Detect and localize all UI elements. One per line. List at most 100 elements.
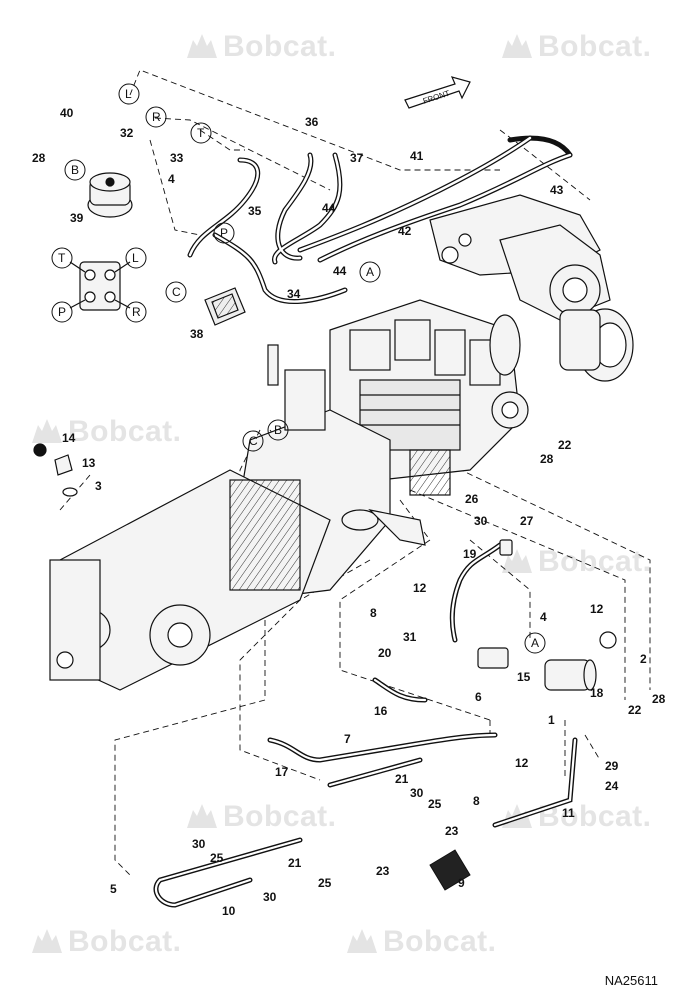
circle-label-R-top: R — [145, 106, 167, 128]
callout-4: 4 — [168, 172, 175, 186]
callout-9: 9 — [458, 876, 465, 890]
callout-31: 31 — [403, 630, 417, 644]
callout-44b: 44 — [333, 264, 347, 278]
callout-12c: 12 — [515, 756, 529, 770]
callout-38: 38 — [190, 327, 204, 341]
callout-36: 36 — [305, 115, 319, 129]
callout-11: 11 — [562, 806, 575, 820]
watermark-top-right: Bobcat. — [500, 30, 652, 64]
callout-7: 7 — [344, 732, 351, 746]
spring-hose — [429, 849, 471, 891]
svg-text:R: R — [152, 110, 161, 124]
callout-17: 17 — [275, 765, 289, 779]
bobcat-logo-icon — [185, 32, 219, 60]
callout-28c: 28 — [652, 692, 666, 706]
hydraulic-pump — [87, 172, 133, 218]
callout-8a: 8 — [370, 606, 377, 620]
circle-label-R-ports: R — [125, 301, 147, 323]
svg-text:B: B — [71, 163, 79, 177]
callout-5: 5 — [110, 882, 117, 896]
front-arrow-icon: FRONT — [404, 76, 471, 109]
circle-label-B-mid: B — [267, 419, 289, 441]
callout-44a: 44 — [322, 201, 336, 215]
watermark-mid-left: Bobcat. — [30, 415, 182, 449]
callout-34: 34 — [287, 287, 301, 301]
callout-21b: 21 — [288, 856, 302, 870]
callout-19: 19 — [463, 547, 477, 561]
svg-text:T: T — [197, 126, 205, 140]
callout-29: 29 — [605, 759, 619, 773]
electric-pump — [544, 631, 617, 691]
callout-32: 32 — [120, 126, 134, 140]
callout-25a: 25 — [428, 797, 442, 811]
circle-label-L-top: L — [118, 83, 140, 105]
callout-30b: 30 — [410, 786, 424, 800]
watermark-mid-right: Bobcat. — [500, 545, 652, 579]
circle-labels: L R T B P T L P R C A B C A — [51, 83, 546, 654]
rear-axle-assembly — [429, 194, 634, 382]
circle-label-L-ports: L — [125, 247, 147, 269]
callout-12b: 12 — [590, 602, 604, 616]
circle-label-B-top: B — [64, 159, 86, 181]
callout-2: 2 — [640, 652, 647, 666]
callout-14: 14 — [62, 431, 76, 445]
bobcat-logo-icon — [500, 32, 534, 60]
callout-13: 13 — [82, 456, 96, 470]
valve-block — [477, 539, 513, 669]
callout-40: 40 — [60, 106, 74, 120]
callout-30d: 30 — [263, 890, 277, 904]
svg-text:C: C — [172, 285, 181, 299]
callout-28: 28 — [32, 151, 46, 165]
circle-label-A-low: A — [524, 632, 546, 654]
figure-id: NA25611 — [604, 973, 658, 988]
watermark-low-mid: Bobcat. — [185, 800, 337, 834]
callout-labels: 40 28 32 33 4 39 35 36 37 41 43 44 42 44… — [32, 106, 666, 918]
callout-25c: 25 — [318, 876, 332, 890]
callout-23a: 23 — [445, 824, 459, 838]
callout-22a: 22 — [558, 438, 572, 452]
bobcat-logo-icon — [185, 802, 219, 830]
callout-1: 1 — [548, 713, 555, 727]
leader-lines — [59, 69, 651, 876]
port-diagram — [69, 261, 131, 311]
svg-text:A: A — [531, 636, 539, 650]
svg-text:P: P — [58, 305, 66, 319]
callout-24: 24 — [605, 779, 619, 793]
callout-3: 3 — [95, 479, 102, 493]
callout-30c: 30 — [192, 837, 206, 851]
callout-8b: 8 — [473, 794, 480, 808]
callout-21a: 21 — [395, 772, 409, 786]
svg-text:C: C — [249, 434, 258, 448]
svg-text:L: L — [125, 87, 132, 101]
circle-label-A-top: A — [359, 261, 381, 283]
transmission — [49, 409, 426, 691]
callout-37: 37 — [350, 151, 364, 165]
bobcat-logo-icon — [345, 927, 379, 955]
callout-25b: 25 — [210, 851, 224, 865]
callout-27: 27 — [520, 514, 534, 528]
callout-26: 26 — [465, 492, 479, 506]
svg-text:P: P — [220, 226, 228, 240]
callout-20: 20 — [378, 646, 392, 660]
callout-42: 42 — [398, 224, 412, 238]
bobcat-logo-icon — [500, 547, 534, 575]
breather-assembly — [33, 344, 326, 497]
callout-33: 33 — [170, 151, 184, 165]
bobcat-logo-icon — [30, 417, 64, 445]
callout-22b: 22 — [628, 703, 642, 717]
circle-label-C-mid: C — [242, 430, 264, 452]
callout-43: 43 — [550, 183, 564, 197]
circle-label-T-ports: T — [51, 247, 73, 269]
callout-10: 10 — [222, 904, 236, 918]
callout-12a: 12 — [413, 581, 427, 595]
callout-28b: 28 — [540, 452, 554, 466]
watermark-bottom-left: Bobcat. — [30, 925, 182, 959]
engine-block — [329, 299, 529, 496]
circle-label-T-top: T — [190, 122, 212, 144]
callout-35: 35 — [248, 204, 262, 218]
callout-16: 16 — [374, 704, 388, 718]
callout-23b: 23 — [376, 864, 390, 878]
watermark-bottom-mid: Bobcat. — [345, 925, 497, 959]
callout-15: 15 — [517, 670, 531, 684]
